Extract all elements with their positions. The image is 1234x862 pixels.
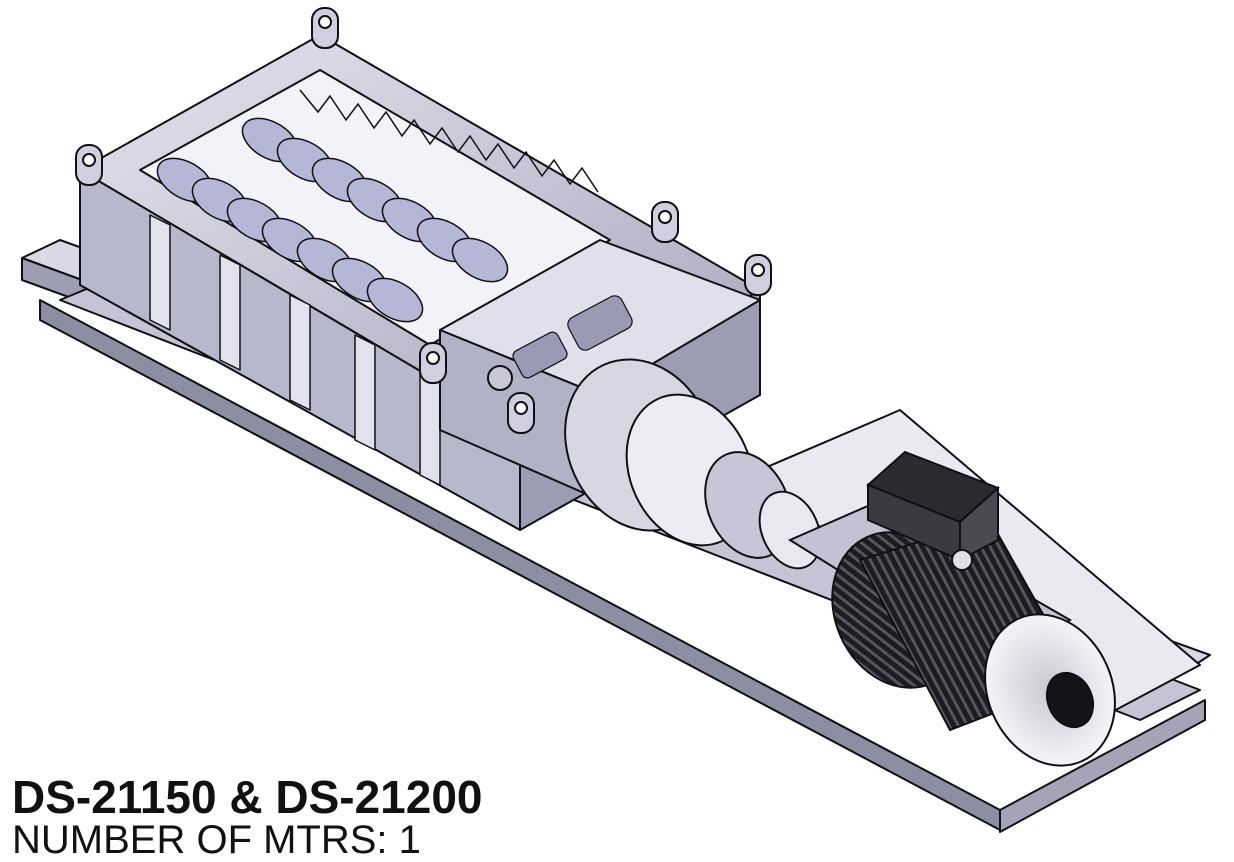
planetary-gearbox (564, 358, 822, 570)
electric-motor (787, 450, 1116, 767)
lifting-lugs (75, 7, 772, 434)
cutter-discs (156, 89, 599, 323)
model-title: DS-21150 & DS-21200 (12, 771, 483, 823)
shredder-illustration (21, 7, 1211, 833)
motor-count-label: NUMBER OF MTRS: 1 (12, 818, 421, 862)
